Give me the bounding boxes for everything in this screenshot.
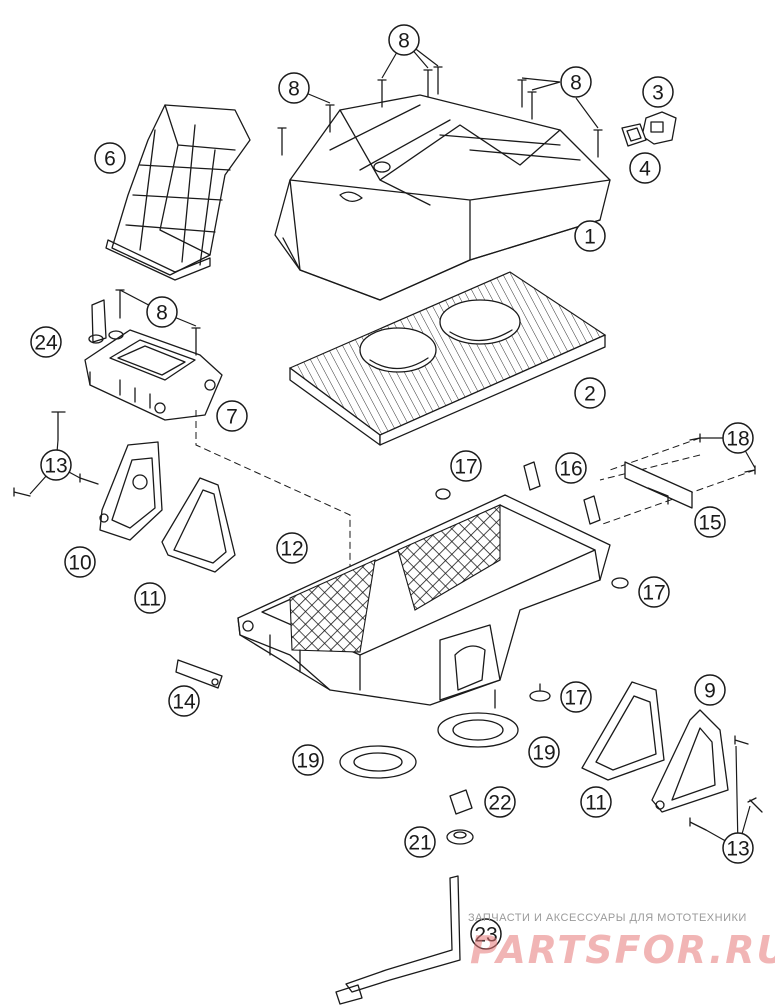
svg-text:15: 15 — [698, 512, 721, 535]
sensor-and-gasket — [621, 111, 677, 147]
svg-text:3: 3 — [652, 82, 664, 105]
watermark-brand: PARTSFOR.RU — [470, 928, 775, 972]
callout-22: 22 — [484, 786, 516, 818]
callouts: 1 2 3 4 6 7 8 8 8 8 9 10 11 11 12 13 13 … — [30, 24, 754, 950]
clamp-part-22 — [449, 789, 473, 815]
bracket-part-24 — [88, 299, 124, 344]
svg-text:18: 18 — [726, 428, 749, 451]
bolt-13-group-right — [689, 735, 763, 831]
svg-text:1: 1 — [584, 226, 596, 249]
svg-text:17: 17 — [642, 582, 665, 605]
svg-text:4: 4 — [639, 158, 651, 181]
callout-17a: 17 — [450, 450, 482, 482]
svg-text:22: 22 — [488, 792, 511, 815]
callout-24: 24 — [30, 326, 62, 358]
clip-part-14 — [175, 659, 223, 689]
callout-11b: 11 — [580, 786, 612, 818]
bolt-13-group-left — [13, 411, 99, 497]
svg-text:17: 17 — [454, 456, 477, 479]
grommets-part-17 — [435, 488, 629, 702]
callout-6: 6 — [94, 142, 126, 174]
svg-text:13: 13 — [44, 455, 67, 478]
callout-2: 2 — [574, 377, 606, 409]
air-filter — [288, 271, 607, 446]
svg-text:14: 14 — [172, 691, 196, 714]
callout-8b: 8 — [278, 72, 310, 104]
svg-text:8: 8 — [570, 72, 582, 95]
hose-part-23 — [335, 875, 461, 1005]
airbox-cover — [274, 94, 611, 301]
callout-7: 7 — [216, 400, 248, 432]
callout-8c: 8 — [560, 66, 592, 98]
callout-19b: 19 — [528, 736, 560, 768]
callout-16: 16 — [555, 452, 587, 484]
callout-1: 1 — [574, 220, 606, 252]
callout-3: 3 — [642, 76, 674, 108]
callout-13a: 13 — [40, 449, 72, 481]
svg-text:11: 11 — [139, 588, 161, 611]
svg-text:19: 19 — [532, 742, 555, 765]
svg-text:17: 17 — [564, 687, 587, 710]
clips-part-16 — [523, 461, 601, 525]
callout-12: 12 — [276, 532, 308, 564]
svg-text:11: 11 — [585, 792, 607, 815]
intake-duct — [105, 104, 251, 281]
svg-text:10: 10 — [68, 552, 91, 575]
seals-part-19 — [339, 712, 519, 779]
svg-text:23: 23 — [474, 924, 497, 947]
callout-17b: 17 — [638, 576, 670, 608]
svg-text:12: 12 — [280, 538, 303, 561]
svg-text:16: 16 — [559, 458, 582, 481]
callout-4: 4 — [629, 152, 661, 184]
side-cover-right-part-9 — [651, 709, 729, 813]
callout-15: 15 — [694, 506, 726, 538]
svg-text:13: 13 — [726, 838, 749, 861]
callout-10: 10 — [64, 546, 96, 578]
svg-text:2: 2 — [584, 383, 596, 406]
svg-text:7: 7 — [226, 406, 238, 429]
svg-text:9: 9 — [704, 680, 716, 703]
grommet-part-21 — [446, 829, 474, 845]
callout-21: 21 — [404, 826, 436, 858]
svg-text:21: 21 — [408, 832, 431, 855]
watermark-caption: ЗАПЧАСТИ И АКСЕССУАРЫ ДЛЯ МОТОТЕХНИКИ — [468, 912, 747, 924]
side-cover-left-part-10 — [99, 441, 163, 541]
callout-23: 23 — [470, 918, 502, 950]
bolt-8-group-top — [277, 66, 603, 158]
callout-19a: 19 — [292, 744, 324, 776]
callout-14: 14 — [168, 685, 200, 717]
gasket-right-part-11 — [581, 681, 665, 781]
callout-18: 18 — [722, 422, 754, 454]
callout-8a: 8 — [388, 24, 420, 56]
callout-9: 9 — [694, 674, 726, 706]
callout-17c: 17 — [560, 681, 592, 713]
svg-text:6: 6 — [104, 148, 116, 171]
svg-text:24: 24 — [34, 332, 58, 355]
svg-text:8: 8 — [398, 30, 410, 53]
gasket-left-part-11 — [161, 477, 236, 573]
svg-text:19: 19 — [296, 750, 319, 773]
bracket-part-15 — [624, 461, 693, 509]
airbox-housing-part-12 — [237, 494, 611, 709]
svg-text:8: 8 — [288, 78, 300, 101]
svg-text:8: 8 — [156, 302, 168, 325]
callout-11a: 11 — [134, 582, 166, 614]
callout-8d: 8 — [146, 296, 178, 328]
flange-part-7 — [84, 329, 223, 421]
callout-13b: 13 — [722, 832, 754, 864]
